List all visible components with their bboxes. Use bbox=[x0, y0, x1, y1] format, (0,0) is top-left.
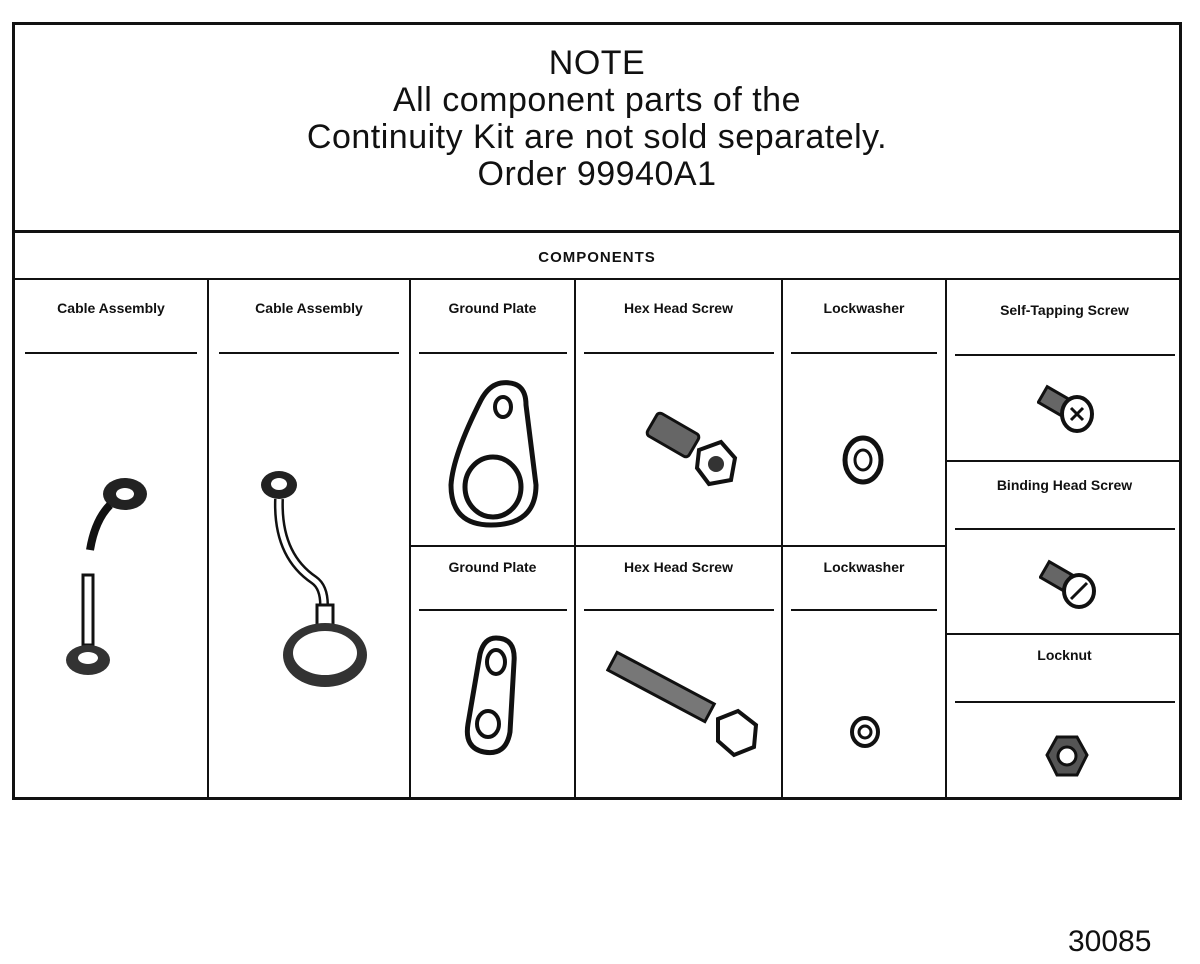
cable-assembly-small-icon bbox=[66, 478, 147, 675]
note-line-3: Order 99940A1 bbox=[477, 155, 717, 193]
label-lockwasher-2: Lockwasher bbox=[823, 559, 905, 575]
divider bbox=[409, 545, 947, 547]
binding-head-screw-icon bbox=[1039, 559, 1096, 609]
label-hex-head-screw-2: Hex Head Screw bbox=[624, 559, 733, 575]
divider bbox=[781, 280, 783, 800]
cell-hex-head-screw-1: Hex Head Screw bbox=[576, 280, 781, 545]
rule bbox=[584, 352, 774, 354]
cell-locknut: Locknut bbox=[947, 635, 1182, 800]
divider bbox=[945, 633, 1182, 635]
cell-cable-assembly-1: Cable Assembly bbox=[15, 280, 207, 800]
lockwasher-large-icon bbox=[842, 435, 884, 485]
hex-head-screw-short-icon bbox=[645, 411, 738, 487]
lockwasher-small-icon bbox=[850, 716, 880, 748]
divider bbox=[574, 280, 576, 800]
divider bbox=[409, 280, 411, 800]
rule bbox=[219, 352, 399, 354]
note-line-2: Continuity Kit are not sold separately. bbox=[306, 118, 888, 156]
rule bbox=[419, 609, 567, 611]
hex-head-screw-long-icon bbox=[606, 650, 759, 758]
label-binding-head-screw: Binding Head Screw bbox=[996, 477, 1133, 493]
rule bbox=[955, 701, 1175, 703]
ground-plate-small-icon bbox=[464, 635, 517, 756]
label-lockwasher-1: Lockwasher bbox=[823, 300, 905, 316]
label-locknut: Locknut bbox=[1037, 647, 1092, 663]
cell-cable-assembly-2: Cable Assembly bbox=[209, 280, 409, 800]
label-cable-assembly-2: Cable Assembly bbox=[255, 300, 363, 316]
label-cable-assembly-1: Cable Assembly bbox=[57, 300, 165, 316]
note-title: NOTE bbox=[548, 44, 646, 82]
label-self-tapping-screw: Self-Tapping Screw bbox=[1000, 302, 1129, 318]
cable-assembly-large-icon bbox=[261, 471, 367, 687]
cell-ground-plate-1: Ground Plate bbox=[411, 280, 574, 545]
cell-ground-plate-2: Ground Plate bbox=[411, 547, 574, 800]
label-ground-plate-1: Ground Plate bbox=[448, 300, 537, 316]
divider bbox=[945, 280, 947, 800]
label-hex-head-screw-1: Hex Head Screw bbox=[624, 300, 733, 316]
rule bbox=[955, 528, 1175, 530]
note-line-1: All component parts of the bbox=[392, 81, 801, 119]
rule bbox=[419, 352, 567, 354]
locknut-icon bbox=[1045, 735, 1089, 777]
cell-binding-head-screw: Binding Head Screw bbox=[947, 462, 1182, 633]
rule bbox=[25, 352, 197, 354]
components-header: COMPONENTS bbox=[15, 236, 1179, 280]
cell-lockwasher-2: Lockwasher bbox=[783, 547, 945, 800]
cell-hex-head-screw-2: Hex Head Screw bbox=[576, 547, 781, 800]
rule bbox=[791, 352, 937, 354]
parts-table: NOTE All component parts of the Continui… bbox=[12, 22, 1182, 800]
figure-number: 30085 bbox=[1068, 925, 1152, 958]
rule bbox=[791, 609, 937, 611]
self-tapping-screw-icon bbox=[1037, 384, 1094, 433]
label-ground-plate-2: Ground Plate bbox=[448, 559, 537, 575]
cell-lockwasher-1: Lockwasher bbox=[783, 280, 945, 545]
note-box: NOTE All component parts of the Continui… bbox=[15, 25, 1179, 233]
rule bbox=[955, 354, 1175, 356]
ground-plate-large-icon bbox=[448, 380, 539, 528]
divider bbox=[945, 460, 1182, 462]
divider bbox=[207, 280, 209, 800]
cell-self-tapping-screw: Self-Tapping Screw bbox=[947, 280, 1182, 460]
rule bbox=[584, 609, 774, 611]
